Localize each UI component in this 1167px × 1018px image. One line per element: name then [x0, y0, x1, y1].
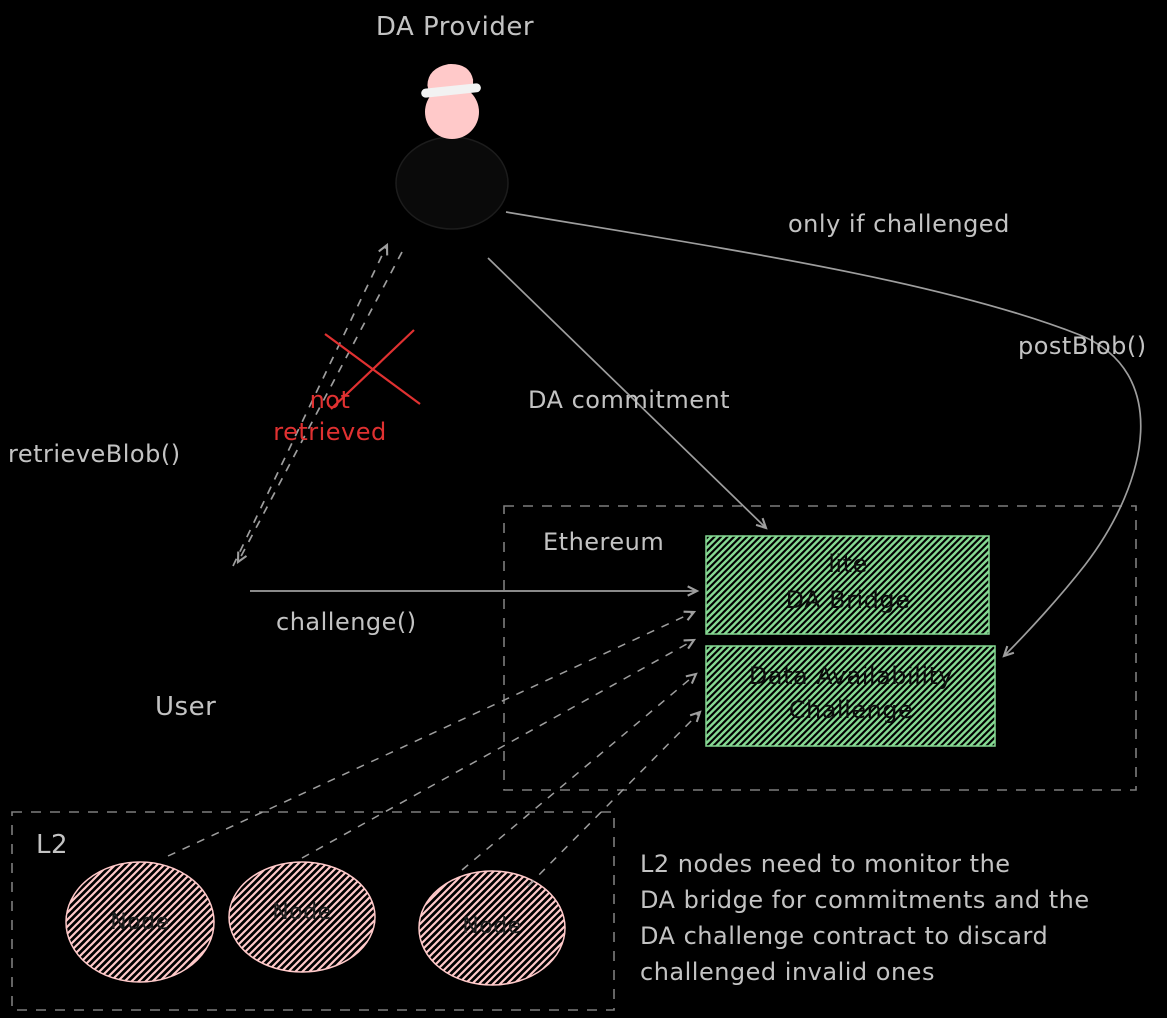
l2-node-ellipse-1 [65, 861, 215, 983]
postblob-label: postBlob() [1018, 332, 1147, 360]
node1-monitor-arrow [167, 612, 694, 857]
challenge-label: challenge() [276, 608, 417, 636]
retrieveblob-label: retrieveBlob() [8, 440, 181, 468]
da-provider-label: DA Provider [375, 12, 535, 42]
note-line-2: DA bridge for commitments and the [640, 886, 1090, 914]
not-retrieved-label-line1: not [309, 386, 351, 414]
node-label-1: Node [110, 910, 170, 935]
postblob-arrow [505, 211, 1142, 656]
node-label-2: Node [272, 900, 332, 925]
da-commitment-arrow [487, 257, 766, 528]
da-challenge-box-label-line2: Challenge [788, 696, 914, 724]
note-line-1: L2 nodes need to monitor the [640, 850, 1011, 878]
da-provider-person-icon [395, 64, 509, 230]
retrieveblob-request-arrow [232, 245, 387, 567]
note-line-3: DA challenge contract to discard [640, 922, 1049, 950]
da-challenge-box [705, 645, 996, 747]
l2-node-ellipse-3 [418, 870, 566, 986]
retrieveblob-response-arrow [238, 251, 403, 562]
l2-label: L2 [36, 830, 69, 860]
not-retrieved-label-line2: retrieved [273, 418, 387, 446]
note-text: L2 nodes need to monitor the DA bridge f… [640, 846, 1090, 990]
da-bridge-box [705, 535, 990, 635]
node3-monitor-arrow-bridge [461, 674, 696, 871]
da-challenge-box-label-line1: Data Availability [748, 662, 954, 690]
da-bridge-box-label-line2: DA Bridge [785, 586, 911, 614]
da-bridge-box-label-line1: lite [828, 550, 868, 578]
failure-x-icon [324, 329, 421, 410]
node-label-3: Node [462, 914, 522, 939]
da-commitment-label: DA commitment [528, 386, 731, 414]
note-line-4: challenged invalid ones [640, 958, 935, 986]
l2-container-box [11, 811, 615, 1011]
ethereum-label: Ethereum [543, 528, 665, 556]
node2-monitor-arrow [301, 640, 694, 859]
only-if-challenged-label: only if challenged [788, 210, 1010, 238]
l2-node-ellipse-2 [228, 861, 376, 973]
user-label: User [155, 692, 217, 722]
